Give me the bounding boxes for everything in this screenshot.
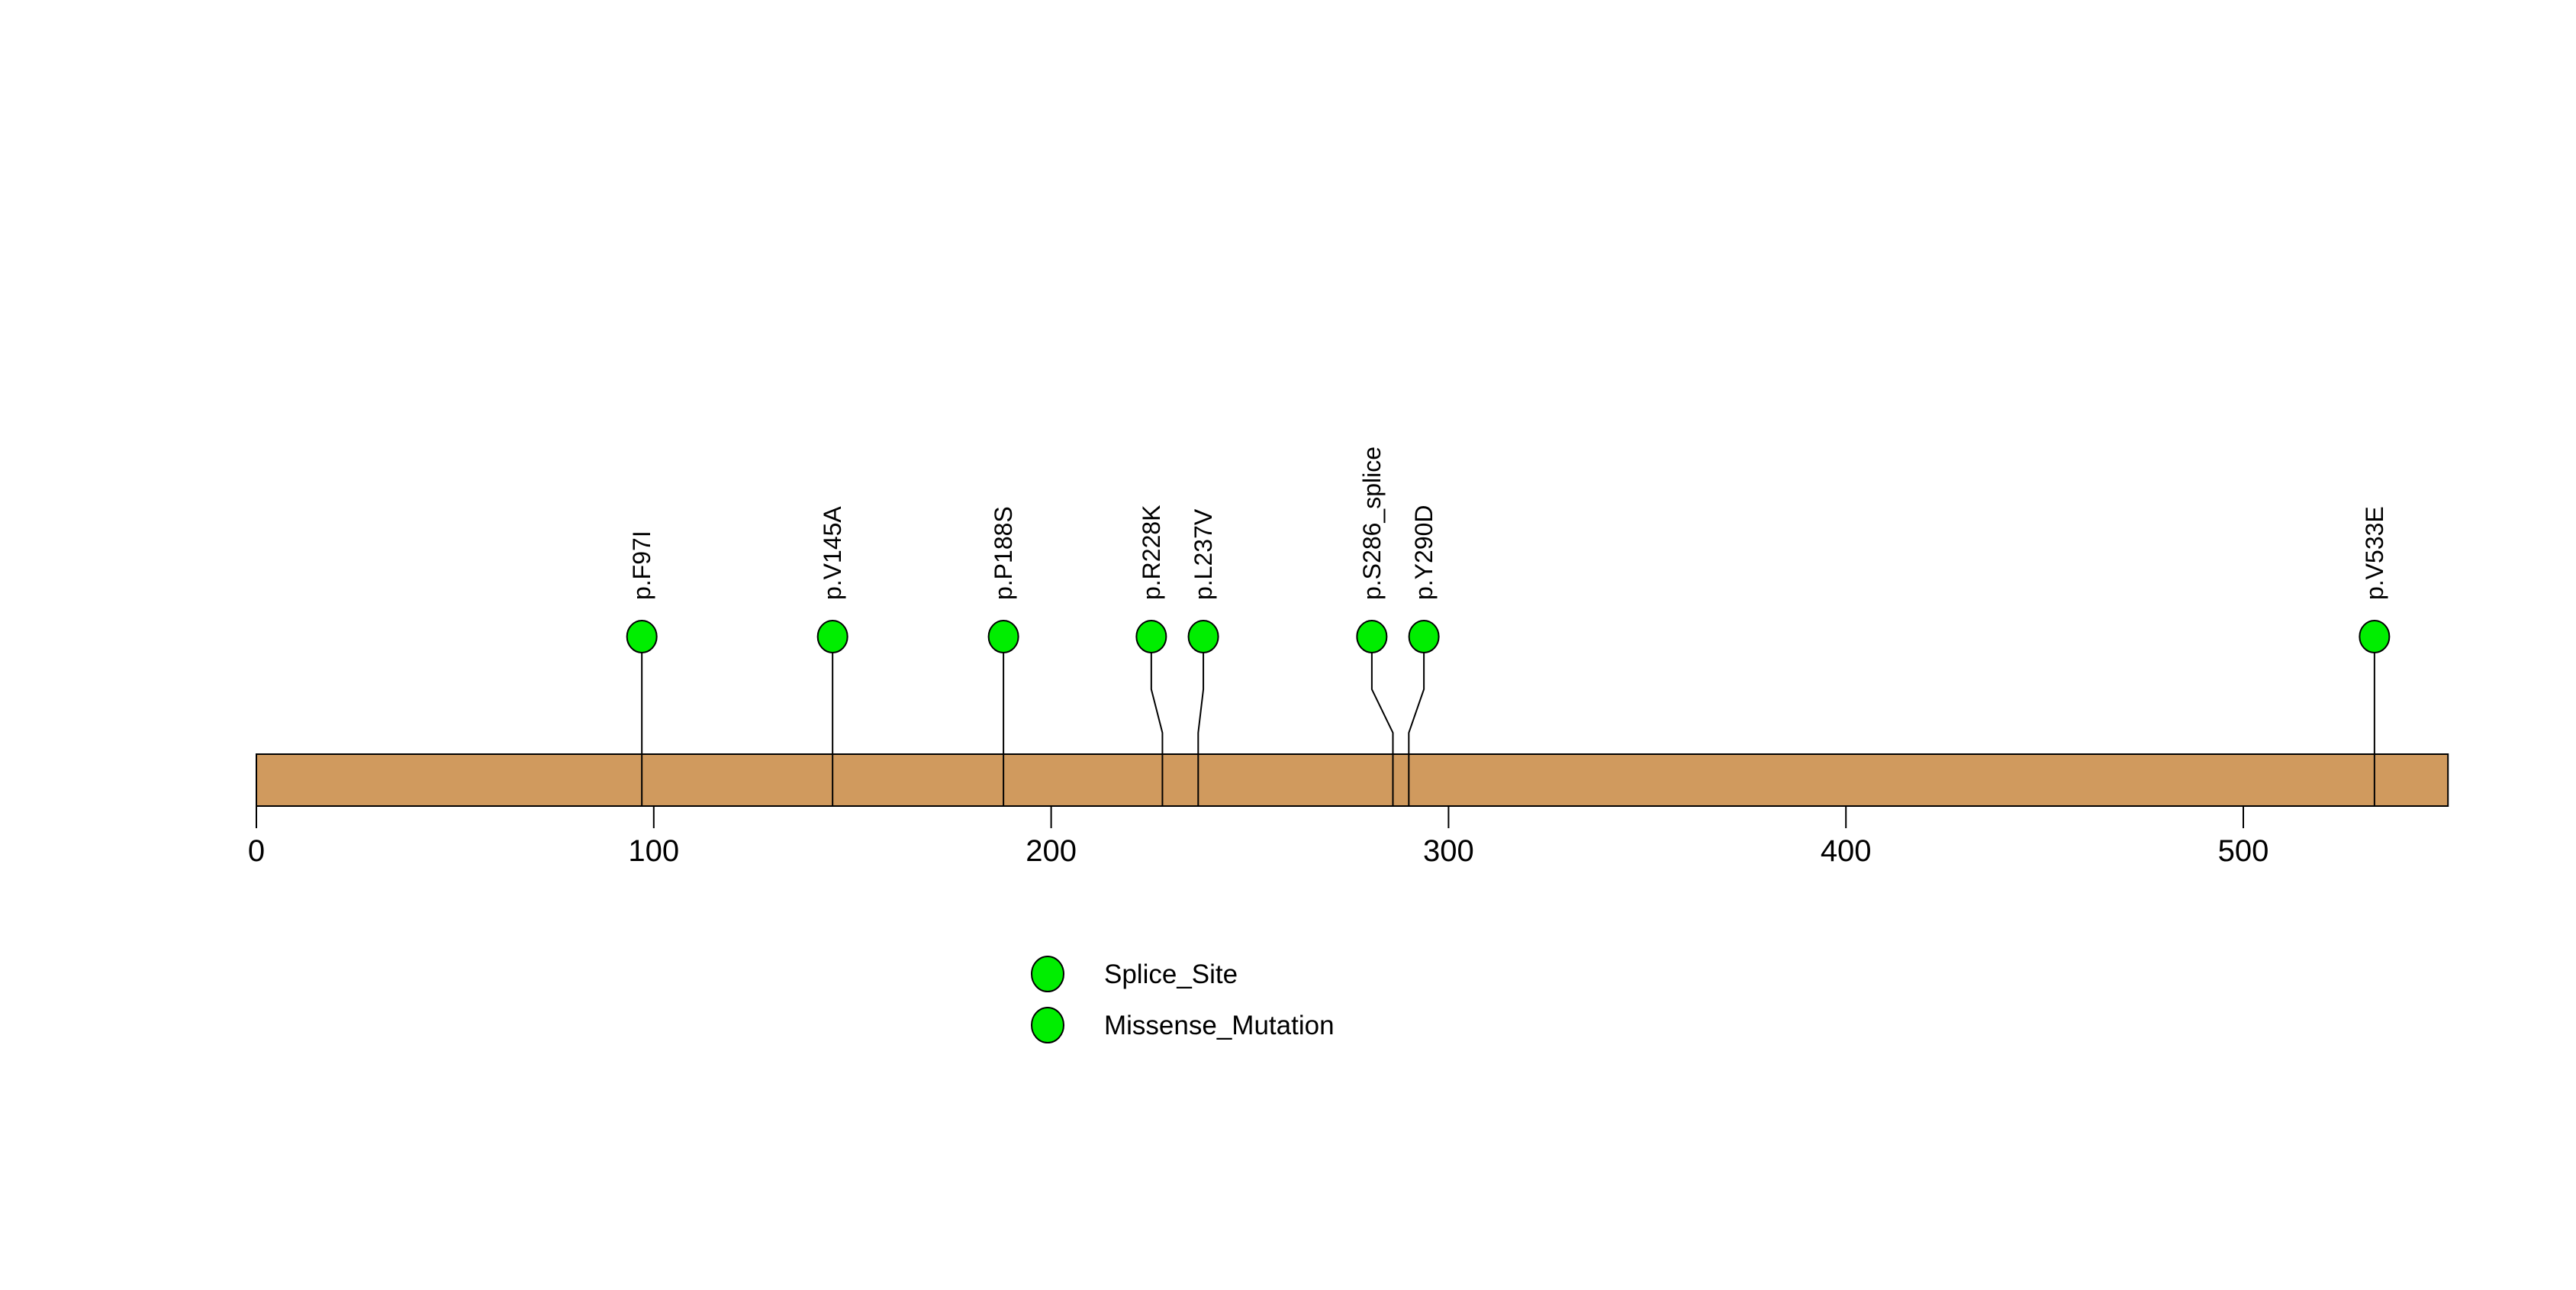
mutation-label: p.R228K — [1138, 505, 1165, 600]
mutation-marker — [1356, 620, 1388, 653]
axis-tick-label: 0 — [248, 834, 265, 868]
protein-backbone-bar — [256, 753, 2449, 807]
mutation-label: p.L237V — [1190, 508, 1217, 600]
lollipop-stem — [1370, 653, 1394, 806]
mutation-marker — [2359, 620, 2391, 653]
axis-tick-label: 500 — [2218, 834, 2269, 868]
lollipop-stem — [1150, 653, 1164, 806]
mutation-label: p.S286_splice — [1358, 447, 1386, 600]
lollipop-stem — [1197, 653, 1205, 806]
mutation-marker — [1408, 620, 1440, 653]
axis-tick-label: 100 — [628, 834, 679, 868]
axis-tick-label: 400 — [1821, 834, 1872, 868]
legend-label: Missense_Mutation — [1104, 1011, 1335, 1040]
mutation-label: p.F97I — [628, 531, 655, 600]
mutation-marker — [987, 620, 1019, 653]
legend-label: Splice_Site — [1104, 959, 1238, 989]
legend-swatch — [1031, 1007, 1064, 1043]
axis-tick-label: 300 — [1423, 834, 1474, 868]
mutation-marker — [1135, 620, 1167, 653]
mutation-marker — [1187, 620, 1219, 653]
axis-tick-label: 200 — [1026, 834, 1077, 868]
mutation-marker — [816, 620, 848, 653]
mutation-label: p.Y290D — [1410, 505, 1438, 600]
mutation-label: p.V145A — [819, 506, 846, 600]
lollipop-stem — [1408, 653, 1425, 806]
mutation-marker — [626, 620, 658, 653]
mutation-label: p.V533E — [2361, 506, 2388, 600]
mutation-label: p.P188S — [990, 506, 1017, 600]
legend-swatch — [1031, 956, 1064, 992]
